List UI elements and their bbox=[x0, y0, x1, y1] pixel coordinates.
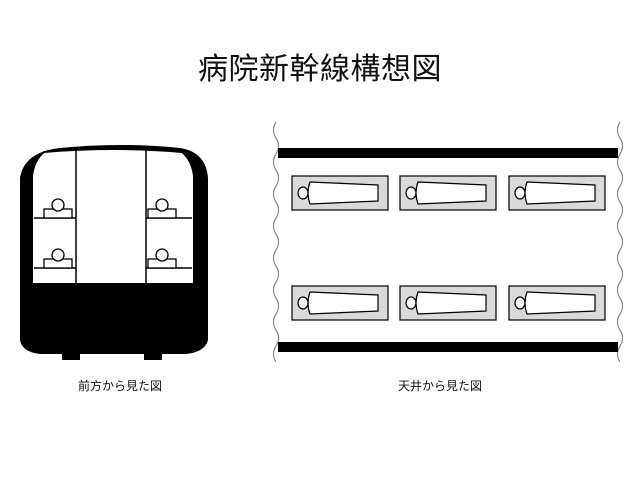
wall-bottom bbox=[278, 342, 618, 352]
bed-2 bbox=[399, 175, 497, 211]
bunk-left-upper bbox=[34, 198, 76, 219]
bunk-right-lower bbox=[146, 248, 192, 269]
beds-group bbox=[291, 175, 606, 321]
wall-top bbox=[278, 148, 618, 158]
bed-6 bbox=[508, 285, 606, 321]
wheel-left bbox=[62, 352, 80, 360]
front-view-train bbox=[20, 145, 208, 360]
bunk-left-lower bbox=[34, 248, 76, 269]
bed-4 bbox=[291, 285, 389, 321]
page-title: 病院新幹線構想図 bbox=[198, 52, 442, 87]
top-view-train bbox=[272, 121, 624, 363]
bed-3 bbox=[508, 175, 606, 211]
top-view-caption: 天井から見た図 bbox=[397, 379, 482, 393]
cut-line-right bbox=[616, 121, 624, 363]
bed-5 bbox=[399, 285, 497, 321]
front-view-caption: 前方から見た図 bbox=[77, 379, 162, 393]
bunk-right-upper bbox=[146, 198, 192, 219]
train-front-window bbox=[31, 148, 195, 285]
wheel-right bbox=[144, 352, 162, 360]
cut-line-left bbox=[272, 121, 280, 363]
bed-1 bbox=[291, 175, 389, 211]
